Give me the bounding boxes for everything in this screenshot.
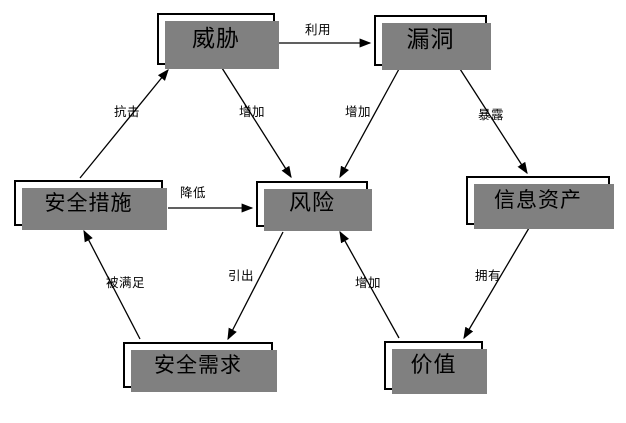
node-label-asset: 信息资产 [494,188,582,212]
edge-vulnerability-exposes-asset [459,68,528,175]
edge-threat-increases-risk [221,67,292,179]
node-risk[interactable]: 风险 [256,181,372,231]
edge-label-safeguard-resists-threat: 抗击 [114,104,141,119]
edge-label-vulnerability-increases-risk: 增加 [345,104,372,119]
node-label-risk: 风险 [288,191,335,216]
node-label-requirement: 安全需求 [154,352,242,377]
edge-lines [79,38,530,341]
edge-label-threat-increases-risk: 增加 [239,104,266,119]
node-value[interactable]: 价值 [384,341,487,394]
node-threat[interactable]: 威胁 [157,13,279,69]
edge-label-risk-derives-requirement: 引出 [228,268,255,283]
node-requirement[interactable]: 安全需求 [123,342,277,392]
edge-requirement-satisfied-by-safeguard [83,229,141,340]
edge-label-safeguard-reduces-risk: 降低 [180,185,207,200]
edge-label-vulnerability-exposes-asset: 暴露 [478,107,505,122]
node-safeguard[interactable]: 安全措施 [14,180,167,230]
edge-asset-has-value [463,227,530,340]
node-asset[interactable]: 信息资产 [466,176,614,229]
edge-value-increases-risk [339,230,400,339]
edge-risk-derives-requirement [227,231,284,341]
node-label-threat: 威胁 [192,25,240,52]
edge-label-threat-exploits-vulnerability: 利用 [305,22,332,37]
edge-label-value-increases-risk: 增加 [355,275,382,290]
edge-safeguard-resists-threat [79,68,169,179]
node-label-value: 价值 [410,352,457,378]
edge-label-asset-has-value: 拥有 [475,268,502,283]
node-vulnerability[interactable]: 漏洞 [374,15,491,70]
node-label-vulnerability: 漏洞 [406,27,455,53]
edge-vulnerability-increases-risk [339,68,400,179]
edge-label-requirement-satisfied-by-safeguard: 被满足 [106,275,146,290]
node-label-safeguard: 安全措施 [44,190,133,215]
